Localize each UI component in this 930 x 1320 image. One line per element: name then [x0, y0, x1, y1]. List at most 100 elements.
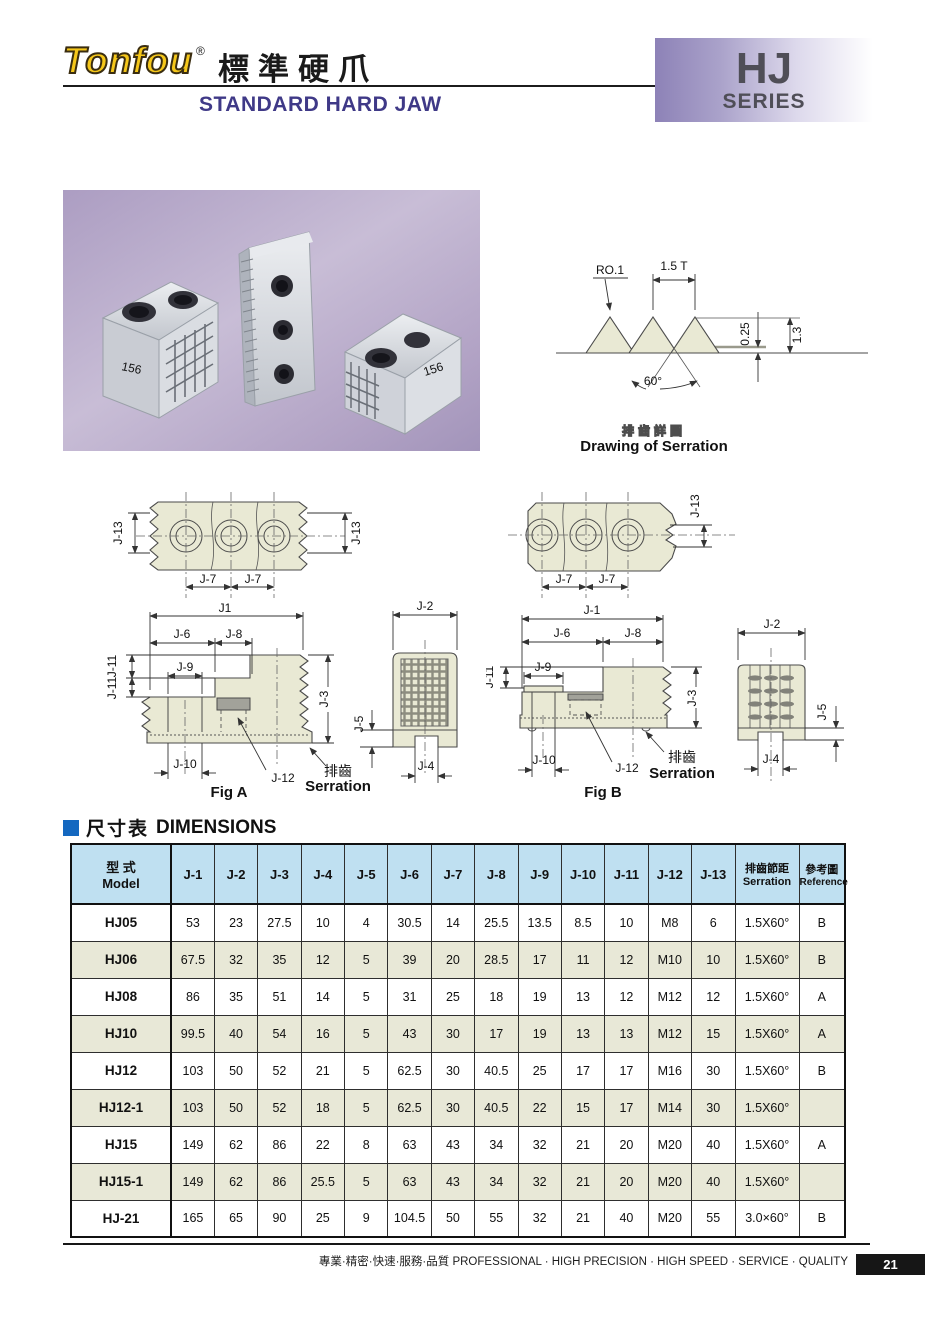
svg-text:J-7: J-7 [599, 572, 616, 586]
value-cell: 18 [300, 1088, 346, 1127]
value-cell: 39 [387, 940, 432, 979]
svg-text:J-2: J-2 [764, 617, 781, 631]
value-cell: 25 [300, 1199, 346, 1238]
value-cell: 21 [560, 1162, 606, 1201]
value-cell: B [798, 903, 846, 942]
serration-header-zh: 排齒節距 [745, 863, 789, 875]
svg-text:J-12: J-12 [271, 771, 295, 785]
svg-text:J-9: J-9 [535, 660, 552, 674]
svg-text:J-3: J-3 [685, 689, 699, 706]
value-cell: 8.5 [560, 903, 606, 942]
value-cell: 18 [474, 977, 519, 1016]
svg-text:J-13: J-13 [349, 521, 363, 545]
value-cell: 1.5X60° [734, 1125, 800, 1164]
brand-logo: Tonfou [62, 39, 193, 82]
value-cell: 40 [691, 1125, 736, 1164]
value-cell: 62.5 [387, 1051, 432, 1090]
value-cell: 22 [300, 1125, 346, 1164]
dimensions-heading-zh: 尺寸表 [86, 819, 150, 840]
svg-text:排齒詳圖: 排齒詳圖 [622, 423, 686, 438]
value-cell: 43 [430, 1125, 476, 1164]
value-cell: 15 [560, 1088, 606, 1127]
column-header: J-12 [647, 843, 693, 905]
value-cell: 67.5 [170, 940, 215, 979]
value-cell: 30 [430, 1014, 476, 1053]
value-cell: M12 [647, 977, 693, 1016]
model-cell: HJ15 [70, 1125, 172, 1164]
value-cell: 30 [430, 1088, 476, 1127]
column-header: J-13 [691, 843, 736, 905]
value-cell: 1.5X60° [734, 940, 800, 979]
value-cell: 17 [517, 940, 562, 979]
left-jaw: 156 [101, 281, 220, 419]
value-cell: 3.0×60° [734, 1199, 800, 1238]
value-cell: M12 [647, 1014, 693, 1053]
page-title-zh: 標準硬爪 [218, 52, 378, 87]
svg-text:J-1: J-1 [584, 603, 601, 617]
value-cell: 31 [387, 977, 432, 1016]
model-cell: HJ-21 [70, 1199, 172, 1238]
svg-text:J-11: J-11 [486, 665, 496, 688]
value-cell: M8 [647, 903, 693, 942]
svg-text:排齒: 排齒 [324, 763, 352, 779]
value-cell: 30 [430, 1051, 476, 1090]
series-banner: HJ SERIES [655, 38, 873, 122]
serration-column-header: 排齒節距 Serration [734, 843, 800, 905]
value-cell: 65 [213, 1199, 259, 1238]
svg-text:J-13: J-13 [688, 494, 702, 518]
model-header-en: Model [102, 876, 140, 891]
fig-a-top-view: J-13 J-13 J-7 J-7 [111, 492, 363, 598]
column-header: J-10 [560, 843, 606, 905]
svg-text:J-8: J-8 [625, 626, 642, 640]
dimensions-heading-en: DIMENSIONS [156, 816, 277, 838]
value-cell: 1.5X60° [734, 1051, 800, 1090]
svg-text:J-4: J-4 [418, 759, 435, 773]
value-cell: 17 [560, 1051, 606, 1090]
svg-text:RO.1: RO.1 [596, 263, 624, 277]
value-cell: A [798, 1125, 846, 1164]
model-cell: HJ15-1 [70, 1162, 172, 1201]
value-cell: 32 [213, 940, 259, 979]
model-cell: HJ06 [70, 940, 172, 979]
value-cell: 5 [343, 940, 389, 979]
svg-text:Fig A: Fig A [211, 784, 248, 800]
value-cell: 12 [300, 940, 346, 979]
value-cell: 19 [517, 977, 562, 1016]
svg-text:J-8: J-8 [226, 627, 243, 641]
value-cell: 1.5X60° [734, 1088, 800, 1127]
value-cell: 62 [213, 1162, 259, 1201]
value-cell: A [798, 977, 846, 1016]
registered-mark: ® [196, 44, 205, 58]
column-header: J-7 [430, 843, 476, 905]
svg-text:J-2: J-2 [417, 599, 434, 613]
svg-text:Serration: Serration [649, 765, 715, 782]
svg-text:排齒: 排齒 [668, 749, 696, 765]
svg-text:0.25: 0.25 [738, 322, 752, 346]
value-cell: 9 [343, 1199, 389, 1238]
value-cell: 62 [213, 1125, 259, 1164]
svg-text:60°: 60° [644, 374, 662, 388]
value-cell: 27.5 [257, 903, 302, 942]
value-cell: 32 [517, 1162, 562, 1201]
value-cell: 86 [257, 1125, 302, 1164]
value-cell: 15 [691, 1014, 736, 1053]
value-cell: M20 [647, 1199, 693, 1238]
column-header: J-4 [300, 843, 346, 905]
svg-text:J-7: J-7 [245, 572, 262, 586]
svg-text:J-5: J-5 [352, 715, 366, 732]
value-cell: 55 [474, 1199, 519, 1238]
value-cell: 20 [430, 940, 476, 979]
value-cell: 5 [343, 977, 389, 1016]
value-cell: 40 [691, 1162, 736, 1201]
value-cell: 50 [213, 1088, 259, 1127]
value-cell: 21 [560, 1199, 606, 1238]
value-cell: M14 [647, 1088, 693, 1127]
value-cell: 5 [343, 1051, 389, 1090]
svg-text:156: 156 [120, 359, 143, 377]
value-cell: 12 [691, 977, 736, 1016]
series-word: SERIES [722, 89, 806, 113]
